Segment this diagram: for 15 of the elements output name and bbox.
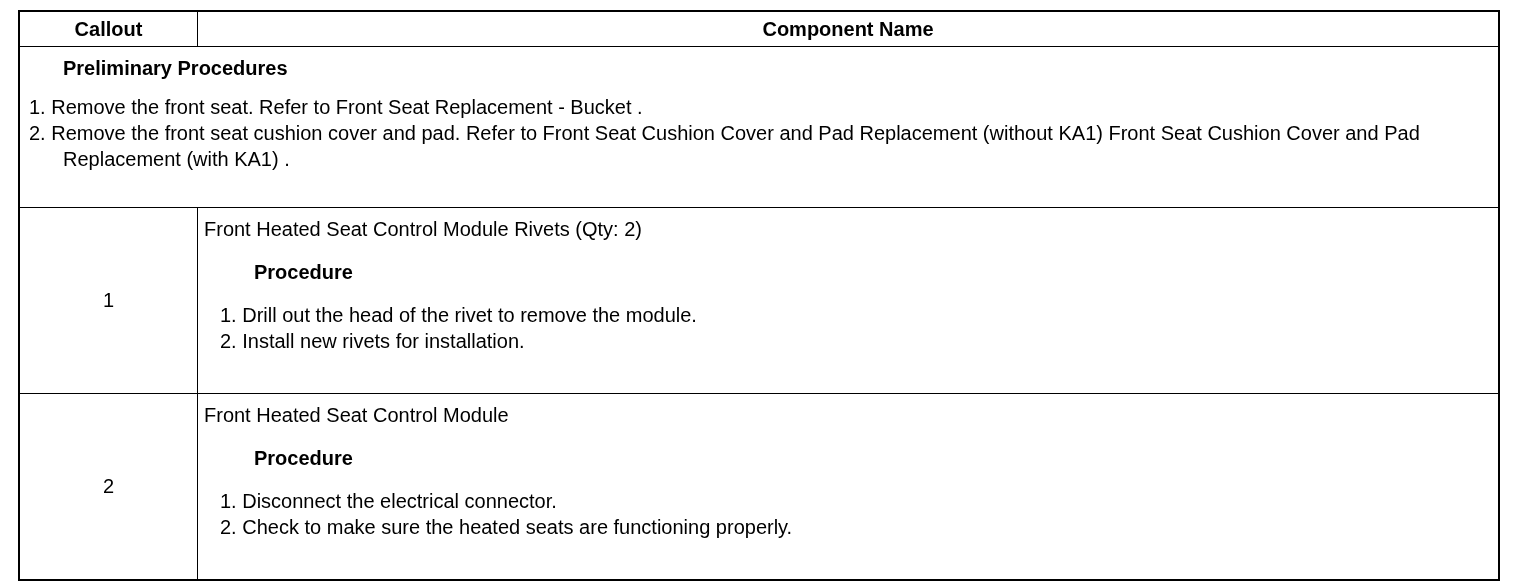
- procedure-heading: Procedure: [254, 261, 353, 284]
- list-item: 2. Install new rivets for installation.: [219, 329, 526, 354]
- component-name: Front Heated Seat Control Module: [204, 404, 509, 427]
- component-name: Front Heated Seat Control Module Rivets (Qty: 2): [204, 218, 642, 241]
- list-item: 1. Drill out the head of the rivet to remove the module.: [219, 303, 698, 328]
- list-item: 2. Remove the front seat cushion cover and pad. Refer to Front Seat Cushion Cover and Pad Replacement (without KA1) Front Seat Cushion Cover and Pad Replacement (with KA1) .: [28, 121, 1421, 172]
- procedure-heading: Procedure: [254, 447, 353, 470]
- list-item: 1. Disconnect the electrical connector.: [219, 489, 558, 514]
- section-heading: Preliminary Procedures: [63, 57, 288, 80]
- callout-number: 2: [102, 475, 115, 498]
- column-header: Callout: [74, 17, 143, 41]
- list-item: 2. Check to make sure the heated seats are functioning properly.: [219, 515, 794, 540]
- list-item: 1. Remove the front seat. Refer to Front Seat Replacement - Bucket .: [28, 95, 644, 120]
- column-header: Component Name: [762, 17, 934, 41]
- callout-number: 1: [102, 289, 115, 312]
